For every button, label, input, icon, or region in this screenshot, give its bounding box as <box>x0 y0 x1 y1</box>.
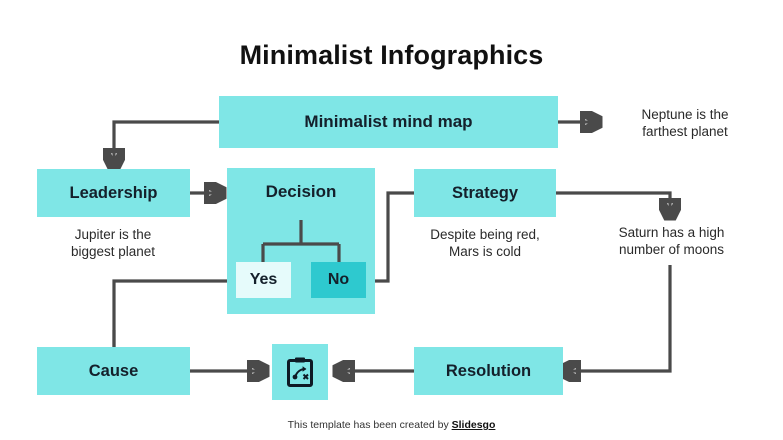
footer-credit: This template has been created by Slides… <box>0 419 783 431</box>
node-cause[interactable]: Cause <box>37 347 190 395</box>
node-yes[interactable]: Yes <box>236 262 291 298</box>
node-decision-label: Decision <box>265 182 337 201</box>
node-no-label: No <box>327 271 350 288</box>
wire-mindmap-to-leadership <box>114 120 219 166</box>
node-leadership[interactable]: Leadership <box>37 169 190 217</box>
node-strategy[interactable]: Strategy <box>414 169 556 217</box>
caption-jupiter: Jupiter is the biggest planet <box>70 227 156 259</box>
node-cause-label: Cause <box>88 361 139 380</box>
page-title: Minimalist Infographics <box>239 40 544 70</box>
footer-text: This template has been created by <box>287 419 452 431</box>
node-strategy-label: Strategy <box>451 183 519 202</box>
caption-saturn: Saturn has a high number of moons <box>618 225 725 257</box>
wire-saturn-to-resolution <box>563 265 672 371</box>
slidesgo-link[interactable]: Slidesgo <box>451 419 496 431</box>
wire-strategy-to-saturn <box>556 191 670 216</box>
strategy-clipboard-icon <box>287 357 313 387</box>
node-yes-label: Yes <box>249 271 278 288</box>
wire-yes-to-cause <box>112 279 236 347</box>
node-mind-map[interactable]: Minimalist mind map <box>219 96 558 148</box>
panel-decision[interactable]: Decision Yes No <box>227 168 375 314</box>
node-resolution-label: Resolution <box>445 361 532 380</box>
node-leadership-label: Leadership <box>69 183 158 202</box>
caption-mars: Despite being red, Mars is cold <box>430 227 540 259</box>
caption-neptune: Neptune is the farthest planet <box>641 107 729 139</box>
node-resolution[interactable]: Resolution <box>414 347 563 395</box>
node-no[interactable]: No <box>311 262 366 298</box>
node-strategy-icon-box[interactable] <box>272 344 328 400</box>
node-mind-map-label: Minimalist mind map <box>304 112 473 131</box>
